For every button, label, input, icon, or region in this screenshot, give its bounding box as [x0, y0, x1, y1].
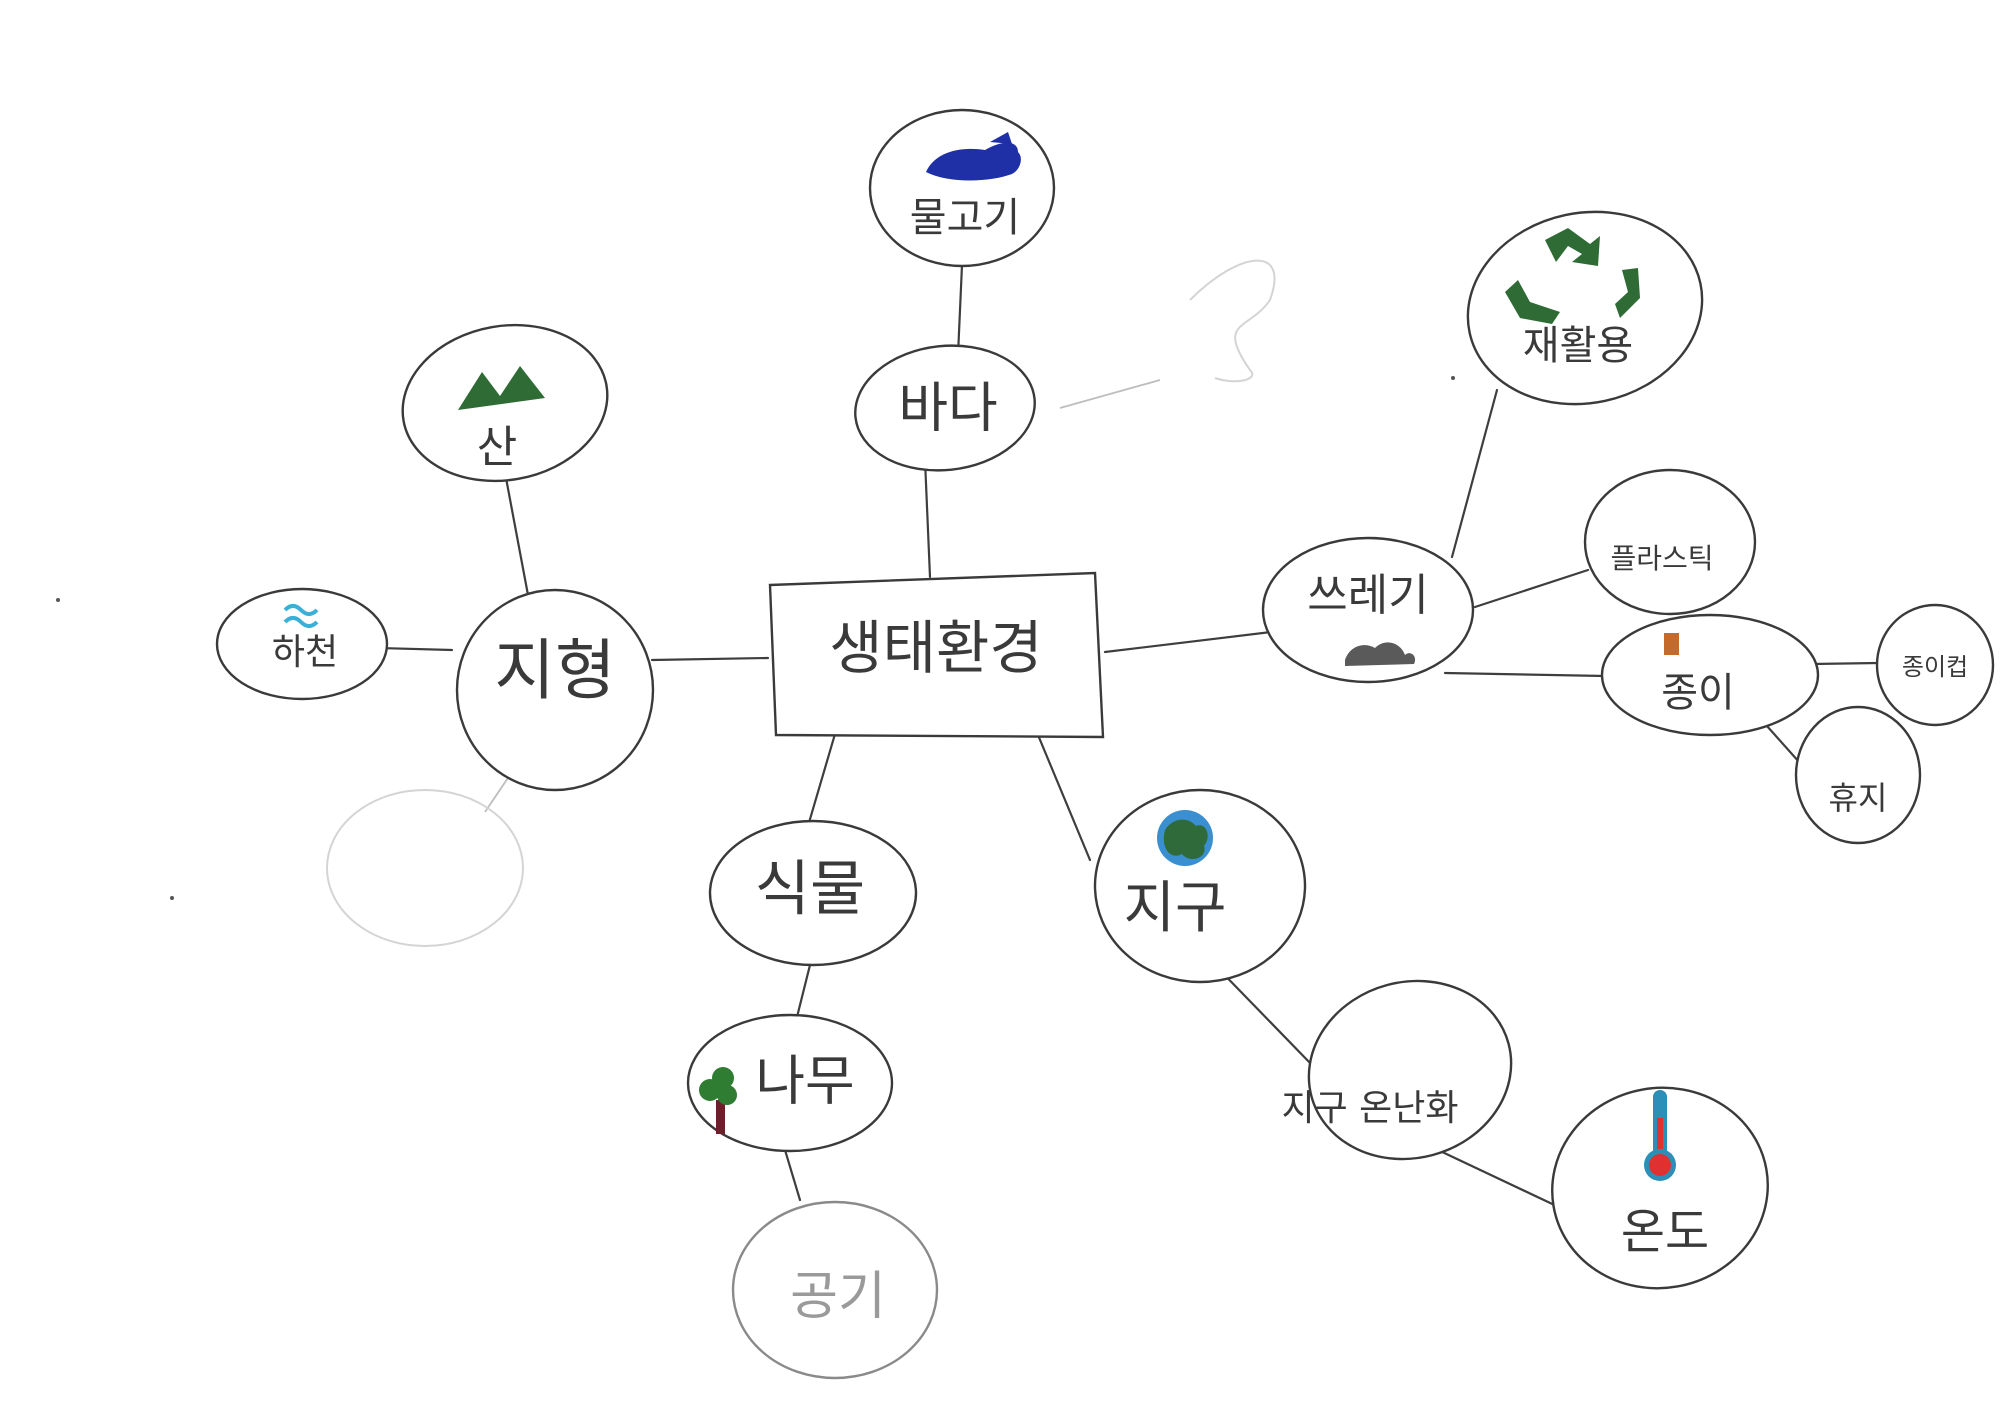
node-mulgogi[interactable]: 물고기: [868, 108, 1056, 268]
link-bada-faint: [1059, 379, 1161, 409]
trash-pile-icon: [1345, 642, 1416, 666]
link-center-sikmul: [806, 732, 837, 828]
node-hacheon[interactable]: 하천: [215, 587, 389, 701]
link-center-jihyeong: [650, 656, 770, 662]
node-gonggi-label: 공기: [790, 1267, 886, 1327]
tree-icon: [699, 1067, 737, 1134]
center-node[interactable]: 생태환경: [768, 571, 1105, 739]
link-center-sseuregi: [1103, 628, 1290, 654]
link-sseuregi-jaehwalyong: [1450, 388, 1499, 559]
node-jaehwalyong-shape: [1466, 210, 1704, 406]
recycle-arrow-2: [1615, 268, 1640, 318]
connector-lines: [376, 263, 1880, 1212]
node-hyuji[interactable]: 휴지: [1794, 705, 1922, 845]
node-hyuji-shape: [1794, 705, 1922, 845]
node-jongicup-label: 종이컵: [1902, 653, 1968, 681]
node-jaehwalyong[interactable]: 재활용: [1450, 191, 1720, 426]
node-san[interactable]: 산: [390, 309, 620, 496]
link-sseuregi-jongi: [1443, 671, 1607, 678]
node-gonggi[interactable]: 공기: [731, 1200, 939, 1380]
link-onnanhwa-ondo: [1436, 1148, 1567, 1212]
center-box: [768, 571, 1105, 739]
node-hyuji-label: 휴지: [1829, 779, 1888, 817]
node-jaehwalyong-label: 재활용: [1523, 323, 1633, 369]
stray-dot-3: [1451, 376, 1455, 380]
node-mulgogi-shape: [868, 108, 1056, 268]
recycle-arrow-1: [1545, 228, 1600, 266]
link-center-bada: [923, 458, 932, 579]
node-ondo-shape: [1551, 1086, 1769, 1290]
node-jongicup-shape: [1875, 603, 1995, 727]
node-jigu[interactable]: 지구: [1093, 788, 1307, 984]
node-sseuregi-label: 쓰레기: [1307, 570, 1428, 621]
link-jihyeong-san: [504, 476, 530, 597]
tree-leaves-2: [712, 1067, 734, 1089]
globe-icon: [1157, 810, 1213, 866]
water-wave-2: [283, 616, 319, 628]
node-san-label: 산: [477, 422, 517, 473]
node-mulgogi-label: 물고기: [910, 195, 1020, 241]
node-sseuregi[interactable]: 쓰레기: [1261, 536, 1475, 684]
node-gonggi-shape: [731, 1200, 939, 1380]
node-bada-shape: [854, 344, 1036, 472]
node-namu[interactable]: 나무: [686, 1013, 894, 1153]
node-plastic-shape: [1583, 468, 1757, 616]
node-bada[interactable]: 바다: [849, 337, 1041, 479]
node-jihyeong-label: 지형: [494, 632, 615, 709]
node-sikmul-shape: [708, 819, 918, 967]
node-jigu-label: 지구: [1123, 876, 1226, 941]
link-jongi-jongicup: [1810, 661, 1880, 666]
tree-trunk: [716, 1100, 725, 1134]
mountain-icon: [458, 366, 545, 410]
node-ondo-label: 온도: [1621, 1204, 1709, 1260]
node-jihyeong[interactable]: 지형: [455, 588, 655, 792]
erased-scribble: [1189, 259, 1276, 383]
node-jongi-shape: [1600, 613, 1820, 737]
node-jongicup[interactable]: 종이컵: [1875, 603, 1995, 727]
globe-land: [1163, 819, 1208, 860]
node-jongi[interactable]: 종이: [1600, 613, 1820, 737]
node-sikmul[interactable]: 식물: [708, 819, 918, 967]
water-wave-1: [283, 604, 319, 616]
stray-dots: [56, 376, 1455, 900]
node-jongi-label: 종이: [1661, 670, 1735, 716]
thermometer-level: [1657, 1118, 1663, 1160]
paper-icon: [1664, 633, 1679, 655]
node-hacheon-label: 하천: [272, 632, 338, 673]
thermometer-icon: [1644, 1090, 1676, 1181]
thermometer-bulb-liquid: [1649, 1154, 1671, 1176]
node-onnanhwa[interactable]: 지구 온난화: [1281, 959, 1531, 1182]
node-sikmul-label: 식물: [755, 855, 865, 925]
node-onnanhwa-shape: [1307, 979, 1513, 1161]
fish-body: [926, 142, 1021, 181]
link-center-jigu: [1036, 733, 1092, 862]
fish-tail: [990, 132, 1012, 144]
node-sseuregi-shape: [1261, 536, 1475, 684]
water-wave-icon: [283, 604, 319, 628]
node-hacheon-shape: [215, 587, 389, 701]
link-bada-mulgogi: [956, 263, 964, 357]
center-label: 생태환경: [829, 614, 1042, 682]
link-jihyeong-hacheon: [376, 646, 454, 652]
node-jigu-shape: [1093, 788, 1307, 984]
node-plastic-label: 플라스틱: [1610, 542, 1713, 575]
node-namu-label: 나무: [755, 1050, 854, 1113]
link-sseuregi-plastic: [1473, 568, 1590, 609]
fish-icon: [926, 132, 1021, 181]
erased-node: [326, 789, 524, 947]
erased-marks: [326, 259, 1276, 947]
node-plastic[interactable]: 플라스틱: [1583, 468, 1757, 616]
node-bada-label: 바다: [898, 377, 997, 440]
recycle-arrow-3: [1505, 280, 1560, 324]
stray-dot-1: [56, 598, 60, 602]
node-namu-shape: [686, 1013, 894, 1153]
node-ondo[interactable]: 온도: [1536, 1071, 1783, 1305]
tree-leaves-3: [717, 1085, 737, 1105]
recycle-icon: [1505, 228, 1640, 324]
node-onnanhwa-label: 지구 온난화: [1281, 1088, 1458, 1129]
node-jihyeong-shape: [455, 588, 655, 792]
trash-pile: [1345, 642, 1416, 666]
stray-dot-2: [170, 896, 174, 900]
